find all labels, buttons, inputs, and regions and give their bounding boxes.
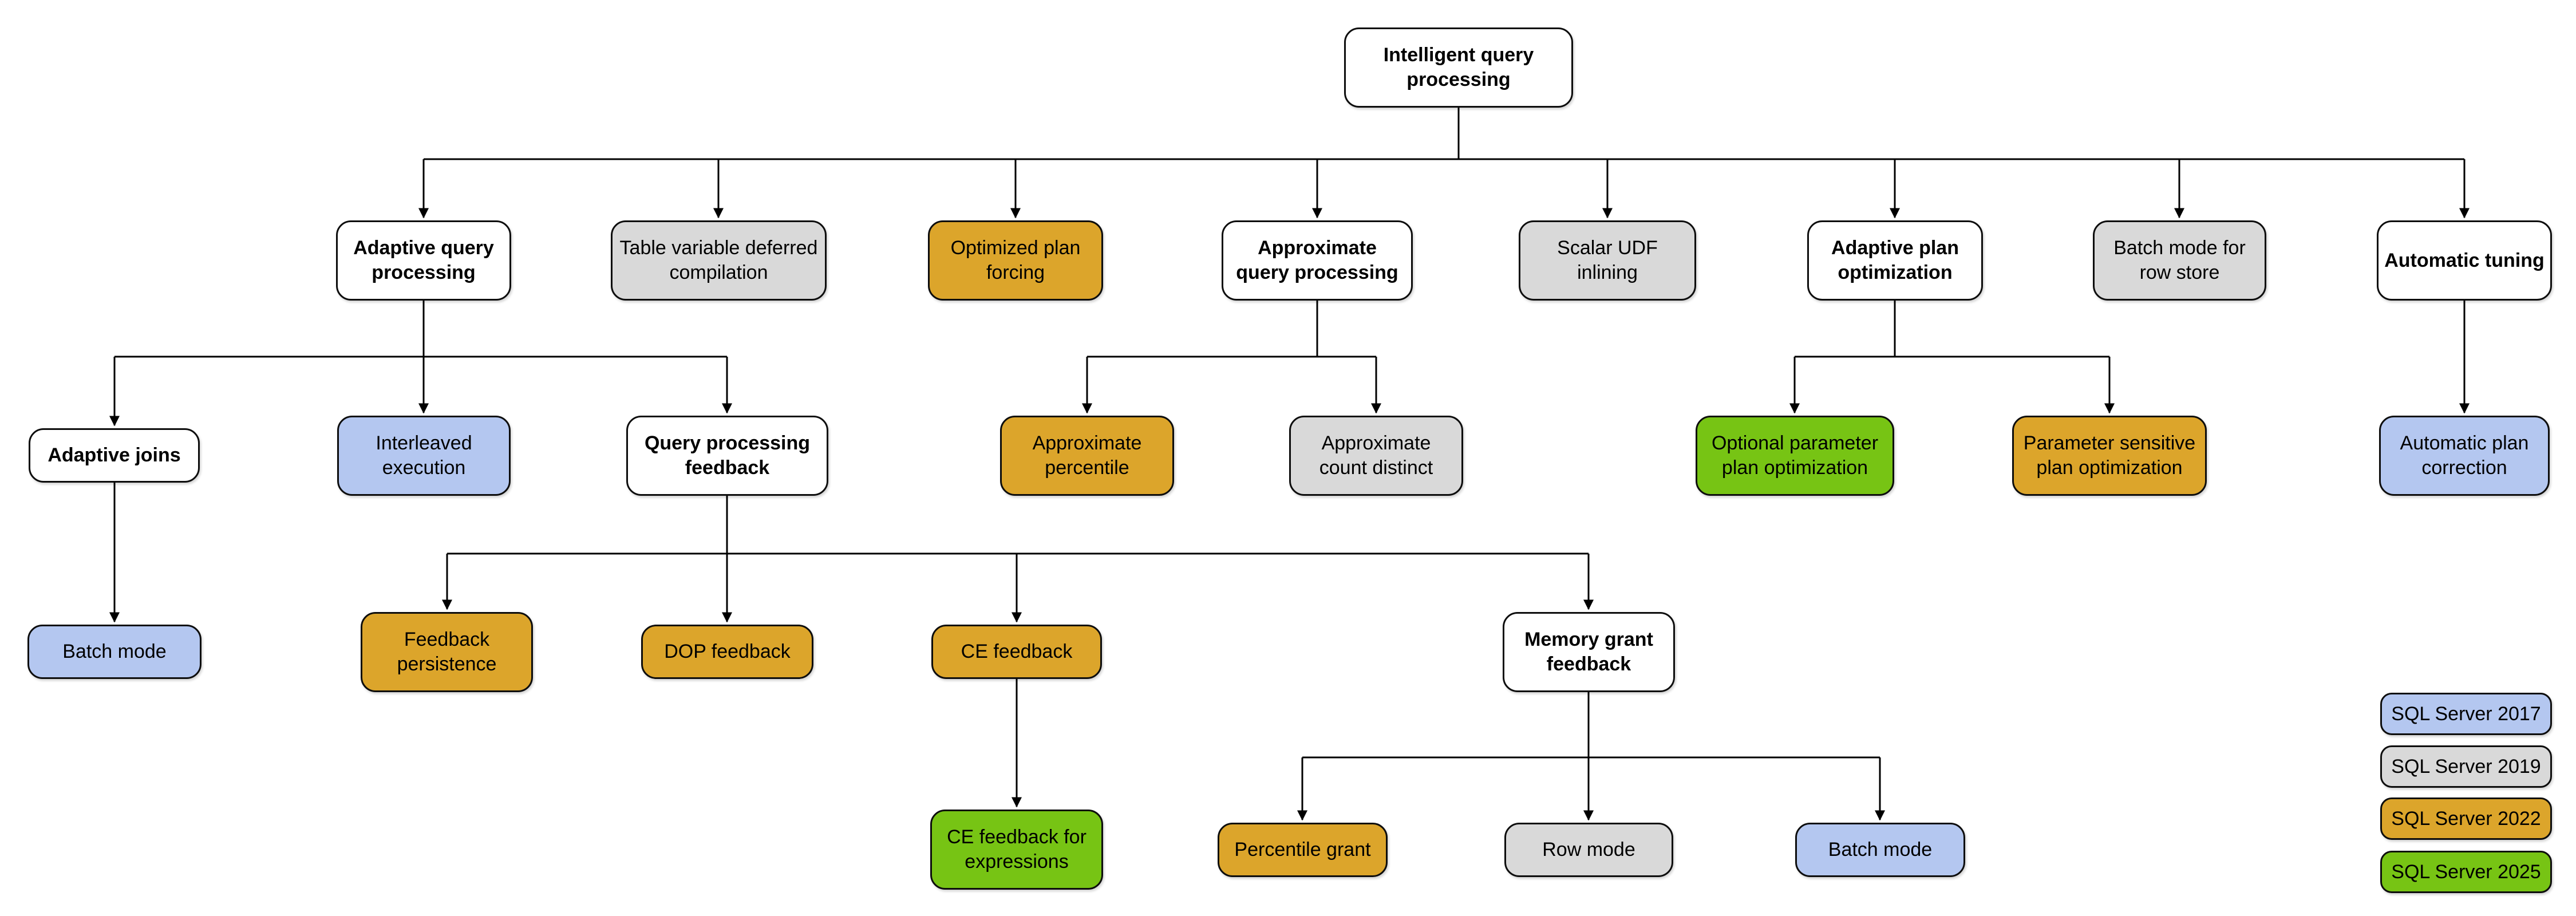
legend-sql-server-2025: SQL Server 2025 bbox=[2380, 851, 2552, 893]
node-batch-mode-adaptive-joins: Batch mode bbox=[27, 625, 202, 679]
legend-sql-server-2017: SQL Server 2017 bbox=[2380, 693, 2552, 735]
node-batch-mode-for-row-store: Batch mode for row store bbox=[2093, 220, 2266, 301]
node-ce-feedback: CE feedback bbox=[931, 625, 1102, 679]
node-scalar-udf-inlining: Scalar UDF inlining bbox=[1519, 220, 1696, 301]
node-approximate-count-distinct: Approximate count distinct bbox=[1289, 416, 1463, 496]
node-adaptive-plan-optimization: Adaptive plan optimization bbox=[1807, 220, 1983, 301]
node-optional-parameter-plan-optimization: Optional parameter plan optimization bbox=[1696, 416, 1894, 496]
legend-sql-server-2019: SQL Server 2019 bbox=[2380, 745, 2552, 788]
node-percentile-grant: Percentile grant bbox=[1218, 823, 1388, 877]
node-table-variable-deferred-compilation: Table variable deferred compilation bbox=[611, 220, 827, 301]
node-memory-grant-feedback: Memory grant feedback bbox=[1503, 612, 1675, 692]
node-optimized-plan-forcing: Optimized plan forcing bbox=[928, 220, 1103, 301]
node-interleaved-execution: Interleaved execution bbox=[337, 416, 511, 496]
node-adaptive-joins: Adaptive joins bbox=[29, 428, 200, 483]
node-ce-feedback-for-expressions: CE feedback for expressions bbox=[930, 810, 1103, 890]
connector-group bbox=[109, 108, 2470, 821]
node-approximate-query-processing: Approximate query processing bbox=[1222, 220, 1413, 301]
node-query-processing-feedback: Query processing feedback bbox=[626, 416, 828, 496]
node-parameter-sensitive-plan-optimization: Parameter sensitive plan optimization bbox=[2012, 416, 2207, 496]
node-automatic-tuning: Automatic tuning bbox=[2377, 220, 2552, 301]
node-adaptive-query-processing: Adaptive query processing bbox=[336, 220, 511, 301]
node-row-mode: Row mode bbox=[1504, 823, 1673, 877]
node-automatic-plan-correction: Automatic plan correction bbox=[2379, 416, 2550, 496]
node-feedback-persistence: Feedback persistence bbox=[361, 612, 533, 692]
node-batch-mode-memory-grant: Batch mode bbox=[1795, 823, 1965, 877]
node-intelligent-query-processing: Intelligent query processing bbox=[1344, 27, 1573, 108]
node-approximate-percentile: Approximate percentile bbox=[1000, 416, 1174, 496]
node-dop-feedback: DOP feedback bbox=[641, 625, 813, 679]
legend-sql-server-2022: SQL Server 2022 bbox=[2380, 797, 2552, 840]
